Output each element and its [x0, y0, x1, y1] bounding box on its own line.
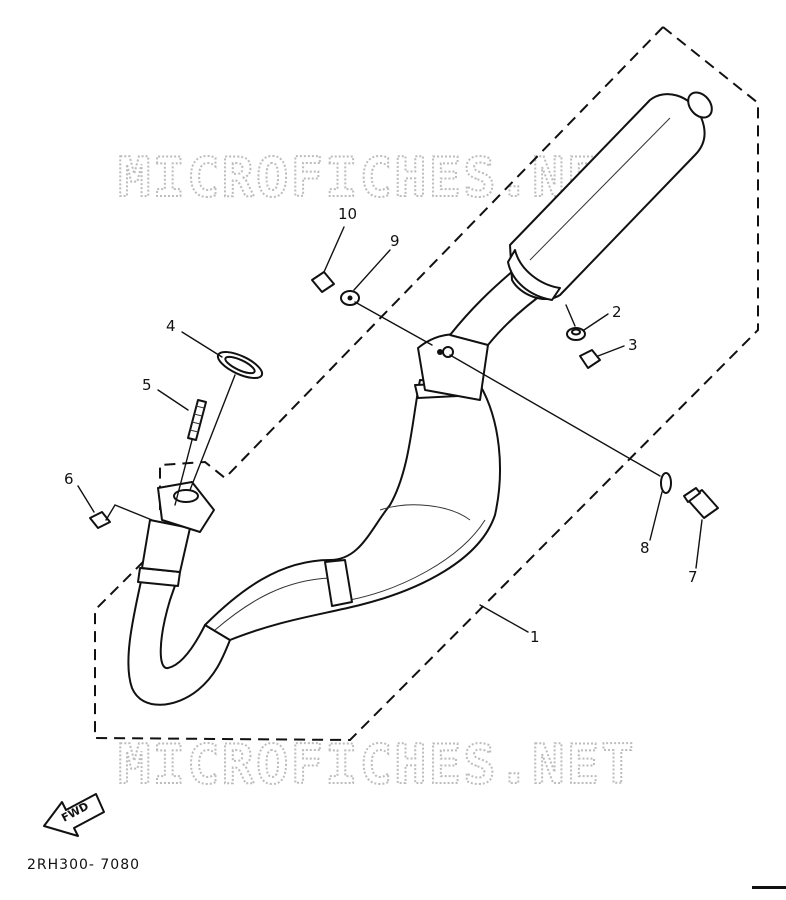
- leader-8: [649, 491, 663, 541]
- washer-part: [660, 472, 672, 494]
- callout-1: 1: [530, 628, 540, 646]
- guide-line-4: [189, 374, 236, 491]
- leader-4: [181, 331, 223, 358]
- forward-arrow-icon: FWD: [43, 793, 105, 837]
- callout-4: 4: [166, 317, 176, 335]
- callout-3: 3: [628, 336, 638, 354]
- exhaust-flange: [157, 481, 215, 533]
- nut-part: [89, 511, 111, 529]
- guide-line-5: [174, 439, 193, 506]
- plain-washer-part: [340, 290, 360, 306]
- guide-line-8: [449, 354, 661, 477]
- flange-nut-part: [311, 271, 335, 293]
- callout-2: 2: [612, 303, 622, 321]
- leader-9: [353, 249, 391, 291]
- assembly-boundary-inner: [159, 26, 664, 510]
- leader-6: [77, 485, 95, 513]
- callout-5: 5: [142, 376, 152, 394]
- grommet-part: [566, 327, 586, 341]
- callout-10: 10: [338, 205, 357, 223]
- leader-5: [157, 389, 189, 411]
- callout-7: 7: [688, 568, 698, 586]
- exhaust-pipe: [127, 91, 713, 706]
- leader-2: [583, 313, 609, 331]
- guide-line-9: [354, 301, 433, 346]
- callout-9: 9: [390, 232, 400, 250]
- bolt-part: [683, 487, 719, 519]
- leader-10: [323, 226, 345, 273]
- guide-line-6: [105, 504, 153, 521]
- guide-line-2: [565, 304, 576, 327]
- corner-mark: [752, 886, 786, 889]
- leader-1: [479, 604, 529, 633]
- callout-6: 6: [64, 470, 74, 488]
- diagram-code: 2RH300- 7080: [27, 857, 141, 873]
- stud-bolt-part: [187, 399, 207, 441]
- collar-bolt-part: [579, 349, 601, 369]
- watermark-top: MICROFICHES.NET: [118, 146, 636, 209]
- leader-7: [695, 519, 703, 569]
- leader-3: [597, 345, 625, 357]
- gasket-part: [216, 350, 264, 380]
- callout-8: 8: [640, 539, 650, 557]
- watermark-bottom: MICROFICHES.NET: [118, 733, 636, 796]
- assembly-boundary: [94, 26, 759, 742]
